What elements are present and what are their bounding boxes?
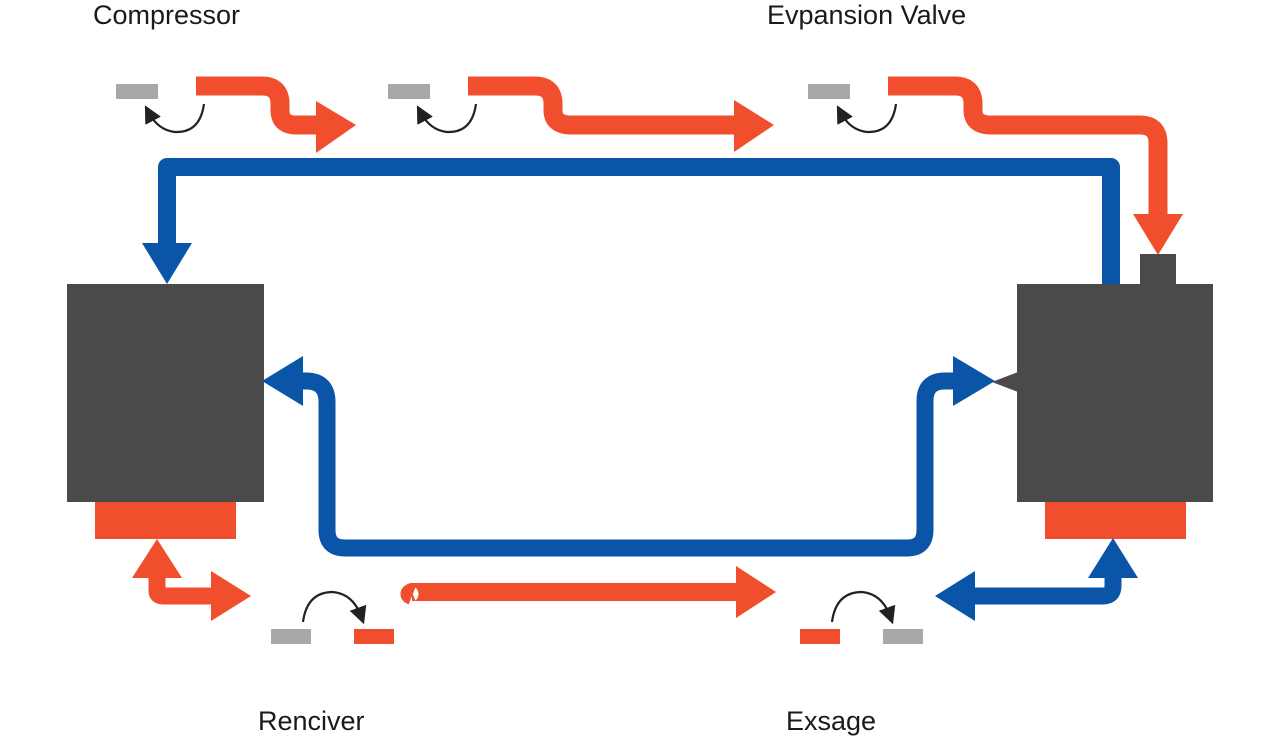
cold-line-top-return (158, 158, 1120, 285)
left-unit-base (95, 502, 236, 539)
hot-arrowhead-bottom-middle (736, 566, 776, 618)
hot-line-segment-2 (468, 76, 735, 135)
cold-arrowhead-up (1088, 538, 1138, 578)
hot-line-bottom-middle (400, 583, 740, 605)
refrigeration-cycle-diagram (67, 76, 1213, 644)
curved-arrow-icon (144, 103, 206, 134)
hot-line-segment-1 (196, 76, 318, 135)
left-unit-body (67, 284, 264, 502)
right-unit-base (1045, 502, 1186, 539)
hot-arrowhead-3 (1133, 214, 1183, 255)
indicator-bar-red (800, 629, 840, 644)
indicator-top-2 (388, 84, 478, 134)
curved-arrow-icon (830, 590, 896, 625)
indicator-bottom-2 (800, 590, 923, 644)
indicator-bar (808, 84, 850, 99)
curved-arrow-icon (301, 590, 367, 625)
right-unit-top-fitting (1140, 254, 1176, 286)
compressor-label: Compressor (93, 0, 241, 30)
indicator-bottom-1 (271, 590, 394, 644)
cold-arrowhead-down (142, 243, 192, 284)
indicator-top-1 (116, 84, 206, 134)
hot-line-bottom-left (148, 573, 213, 605)
expansion-valve-label: Evpansion Valve (767, 0, 967, 30)
hot-arrowhead-up-left (132, 539, 182, 578)
curved-arrow-icon (416, 103, 478, 134)
hot-arrowhead-right-bottom-left (211, 571, 251, 621)
curved-arrow-icon (836, 103, 898, 134)
cold-line-bottom-return (970, 574, 1122, 605)
indicator-bar-gray (883, 629, 923, 644)
receiver-label: Renciver (258, 706, 365, 736)
cold-arrowhead-left (262, 356, 303, 406)
hot-arrowhead-2 (734, 100, 774, 152)
indicator-bar (388, 84, 430, 99)
indicator-top-3 (808, 84, 898, 134)
exchange-label: Exsage (786, 706, 877, 736)
hot-line-segment-3 (888, 76, 1168, 218)
cold-arrowhead-right (953, 356, 995, 406)
right-unit-inlet-nozzle (992, 372, 1018, 392)
cold-line-middle-loop (296, 372, 958, 557)
hot-arrowhead-1 (316, 101, 356, 153)
indicator-bar-red (354, 629, 394, 644)
right-unit-body (1017, 284, 1213, 502)
indicator-bar-gray (271, 629, 311, 644)
cold-arrowhead-left-bottom (935, 571, 975, 621)
indicator-bar (116, 84, 158, 99)
